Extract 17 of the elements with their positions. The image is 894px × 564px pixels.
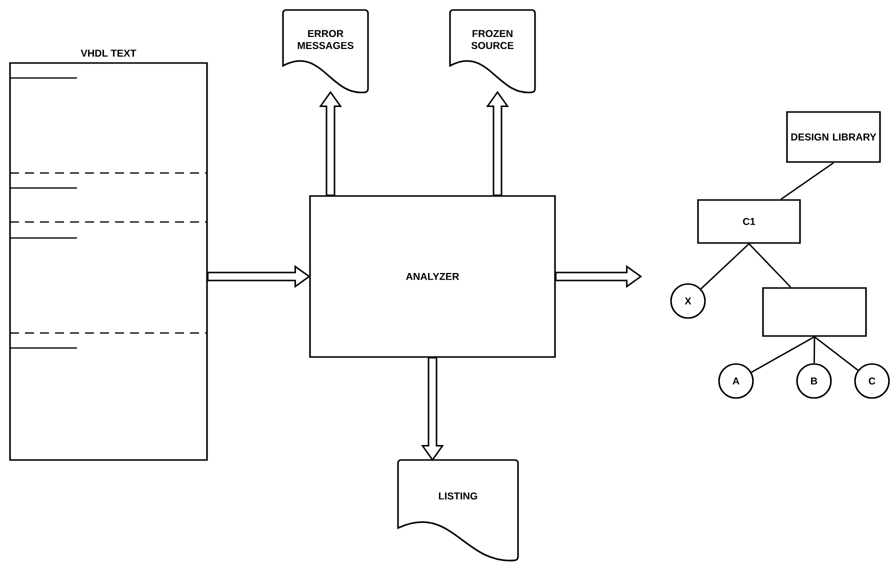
connector-line — [751, 336, 815, 373]
process-box: DESIGN LIBRARY — [786, 111, 881, 163]
node-label: VHDL TEXT — [80, 50, 136, 57]
connector-line — [700, 243, 750, 290]
connector-line — [814, 336, 858, 371]
connector-line — [748, 243, 792, 288]
process-box: ANALYZER — [309, 195, 556, 358]
text-listing-box: VHDL TEXT — [9, 50, 208, 461]
process-box: C1 — [697, 199, 801, 244]
block-arrow — [486, 90, 509, 196]
connector-line — [780, 162, 834, 200]
block-arrow — [421, 357, 444, 462]
block-arrow — [319, 90, 342, 196]
connector-line — [814, 336, 816, 364]
process-box — [762, 287, 867, 337]
block-arrow — [207, 265, 310, 288]
block-arrow — [555, 265, 642, 288]
